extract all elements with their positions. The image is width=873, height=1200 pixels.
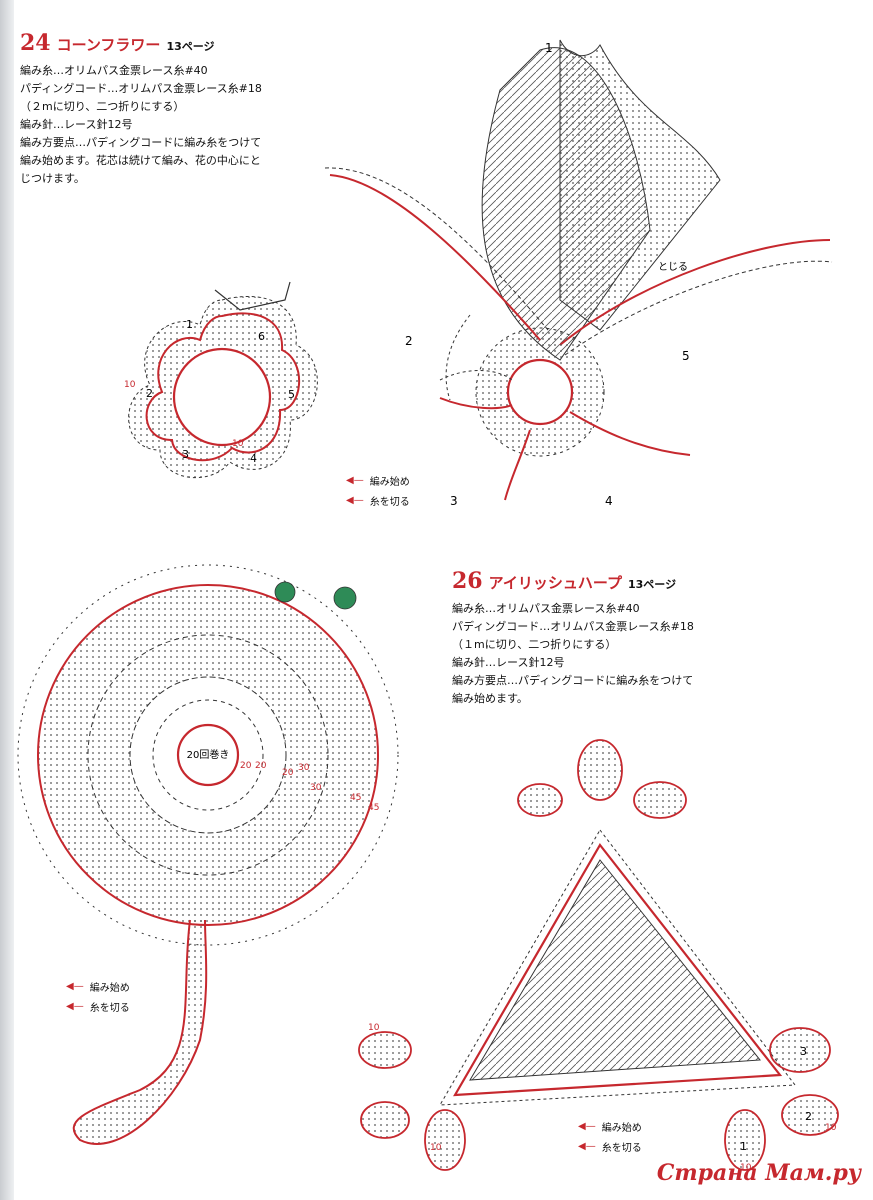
instruction-line: 編み糸…オリムパス金票レース糸#40 — [20, 64, 208, 77]
instruction-line: 編み糸…オリムパス金票レース糸#40 — [452, 602, 640, 615]
section-26-header: 26 アイリッシュハープ 13ページ 編み糸…オリムパス金票レース糸#40 パデ… — [452, 568, 694, 708]
petal-label: 1 — [186, 318, 193, 331]
round-label: 20 — [240, 761, 252, 771]
round-label: 10 — [368, 1023, 380, 1033]
legend-start-label: 編み始め — [89, 982, 130, 994]
instruction-line: （１mに切り、二つ折りにする） — [452, 638, 617, 651]
legend-left: ◀— 編み始め ◀— 糸を切る — [66, 976, 130, 1016]
instruction-line: じつけます。 — [20, 172, 85, 185]
instruction-line: 編み針…レース針12号 — [452, 656, 565, 669]
round-label: 20 — [255, 761, 267, 771]
cornflower-label: とじる — [658, 261, 688, 273]
legend-cut-label: 糸を切る — [369, 496, 410, 508]
round-label: 45 — [350, 793, 361, 803]
instruction-line: 編み針…レース針12号 — [20, 118, 133, 131]
legend-start-label: 編み始め — [601, 1122, 642, 1134]
round-label: 20 — [282, 768, 294, 778]
legend-cut-label: 糸を切る — [89, 1002, 130, 1014]
cut-arrow-icon: ◀— — [578, 1140, 596, 1152]
trefoil-label: 3 — [800, 1045, 807, 1058]
instruction-line: 編み方要点…パディングコードに編み糸をつけて — [452, 674, 694, 687]
petal-label: 4 — [250, 452, 257, 465]
instruction-line: パディングコード…オリムパス金票レース糸#18 — [20, 82, 262, 95]
trefoil-label: 2 — [805, 1110, 812, 1123]
round-label: 10 — [825, 1123, 837, 1133]
section-24-instructions: 編み糸…オリムパス金票レース糸#40 パディングコード…オリムパス金票レース糸#… — [20, 62, 262, 188]
legend-top: ◀— 編み始め ◀— 糸を切る — [346, 470, 410, 510]
cornflower-diagram: 2 3 4 5 1 とじる — [324, 39, 833, 508]
page-binding-edge — [0, 0, 14, 1200]
cut-arrow-icon: ◀— — [346, 494, 364, 506]
petal-label: 3 — [182, 448, 189, 461]
petal-label: 6 — [258, 330, 265, 343]
cornflower-label: 3 — [450, 494, 458, 508]
trefoil-right — [724, 1027, 839, 1171]
instruction-line: パディングコード…オリムパス金票レース糸#18 — [452, 620, 694, 633]
section-24-header: 24 コーンフラワー 13ページ 編み糸…オリムパス金票レース糸#40 パディン… — [20, 30, 262, 188]
start-arrow-icon: ◀— — [346, 474, 364, 486]
trefoil-left — [358, 1031, 466, 1171]
small-flower-diagram: 1 2 3 4 5 6 10 10 — [124, 281, 318, 479]
legend-bottom: ◀— 編み始め ◀— 糸を切る — [578, 1116, 642, 1156]
cornflower-label: 4 — [605, 494, 613, 508]
round-label: 10 — [740, 1163, 752, 1173]
cornflower-label: 1 — [545, 41, 553, 55]
cornflower-label: 5 — [682, 349, 690, 363]
petal-label: 5 — [288, 388, 295, 401]
round-label: 45 — [368, 803, 379, 813]
round-label: 10 — [232, 439, 244, 449]
irish-harp-diagram: 1 2 3 10 10 10 10 — [358, 739, 839, 1173]
legend-cut-label: 糸を切る — [601, 1142, 642, 1154]
instruction-line: 編み方要点…パディングコードに編み糸をつけて — [20, 136, 262, 149]
round-label: 30 — [310, 783, 322, 793]
legend-start-label: 編み始め — [369, 476, 410, 488]
section-24-number: 24 — [20, 30, 51, 56]
section-26-instructions: 編み糸…オリムパス金票レース糸#40 パディングコード…オリムパス金票レース糸#… — [452, 600, 694, 708]
round-label: 10 — [124, 380, 136, 390]
start-arrow-icon: ◀— — [66, 980, 84, 992]
section-24-title: コーンフラワー — [56, 36, 161, 54]
round-label: 30 — [298, 763, 310, 773]
cornflower-label: 2 — [405, 334, 413, 348]
sunflower-center-label: 20回巻き — [187, 749, 230, 761]
round-label: 10 — [430, 1143, 442, 1153]
section-26-number: 26 — [452, 568, 483, 594]
section-26-title: アイリッシュハープ — [488, 574, 622, 592]
site-watermark: Страна Мам.ру — [656, 1160, 861, 1186]
petal-label: 2 — [146, 387, 153, 400]
instruction-line: （２mに切り、二つ折りにする） — [20, 100, 185, 113]
start-arrow-icon: ◀— — [578, 1120, 596, 1132]
section-26-page-ref: 13ページ — [627, 578, 677, 591]
instruction-line: 編み始めます。花芯は続けて編み、花の中心にと — [20, 154, 261, 167]
instruction-line: 編み始めます。 — [452, 692, 528, 705]
section-24-page-ref: 13ページ — [166, 40, 215, 53]
trefoil-label: 1 — [740, 1140, 747, 1153]
sunflower-diagram: 20回巻き 20 20 20 30 30 45 45 — [17, 564, 399, 1145]
trefoil-top — [517, 739, 687, 819]
cut-arrow-icon: ◀— — [66, 1000, 84, 1012]
